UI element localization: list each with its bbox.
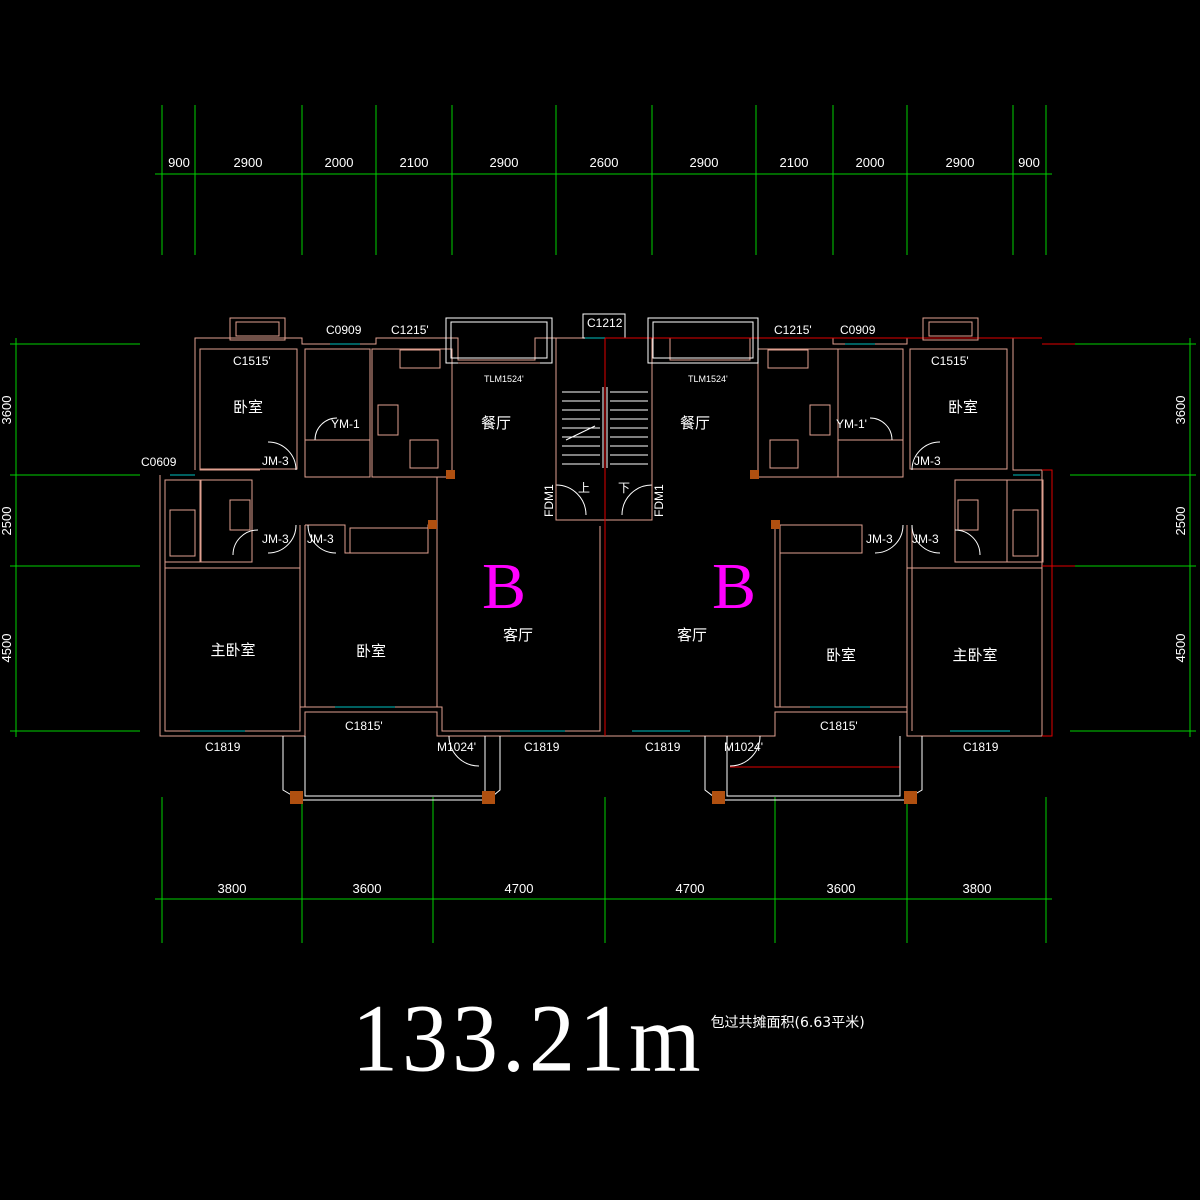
right-dim-1: 3600 <box>1173 396 1188 425</box>
tag-jm3-c: JM-3 <box>307 532 334 546</box>
left-dim-1: 3600 <box>0 396 14 425</box>
tag-down: 下 <box>618 481 630 495</box>
right-dim-3: 4500 <box>1173 634 1188 663</box>
top-dim-3: 2000 <box>325 155 354 170</box>
room-bedroom-mid-left: 卧室 <box>356 642 386 660</box>
area-note: 包过共摊面积(6.63平米) <box>710 1015 865 1031</box>
top-dim-1: 900 <box>168 155 190 170</box>
top-dim-10: 2900 <box>946 155 975 170</box>
room-master-right: 主卧室 <box>952 646 997 664</box>
tag-ym1-left: YM-1 <box>331 417 360 431</box>
tag-jm3-b: JM-3 <box>262 532 289 546</box>
room-labels: 卧室 餐厅 餐厅 卧室 主卧室 卧室 客厅 客厅 卧室 主卧室 <box>210 398 997 664</box>
tag-jm3-e: JM-3 <box>912 532 939 546</box>
window-door-tags: C1515' C0909 C1215' C1212 C1215' C0909 C… <box>141 316 999 754</box>
tag-fdm-left: FDM1 <box>542 484 556 517</box>
top-dim-9: 2000 <box>856 155 885 170</box>
tag-jm3-a: JM-3 <box>262 454 289 468</box>
stair-core <box>555 313 653 521</box>
tag-c1215-right: C1215' <box>774 323 812 337</box>
tag-tlm-left: TLM1524' <box>484 374 524 384</box>
bottom-dim-4: 4700 <box>676 881 705 896</box>
top-dim-5: 2900 <box>490 155 519 170</box>
room-living-left: 客厅 <box>503 626 533 644</box>
tag-c1212: C1212 <box>587 316 623 330</box>
room-master-left: 主卧室 <box>210 641 255 659</box>
room-dining-right: 餐厅 <box>680 414 710 432</box>
bottom-dim-3: 4700 <box>505 881 534 896</box>
bottom-dim-6: 3800 <box>963 881 992 896</box>
bottom-dimension-chain: 3800 3600 4700 4700 3600 3800 <box>155 797 1052 943</box>
tag-c0909-right: C0909 <box>840 323 876 337</box>
right-dim-2: 2500 <box>1173 507 1188 536</box>
tag-c1515-left: C1515' <box>233 354 271 368</box>
tag-c1215-left: C1215' <box>391 323 429 337</box>
area-value: 133.21m <box>352 984 705 1092</box>
unit-letters: B B <box>482 550 756 623</box>
tag-up: 上 <box>578 481 590 495</box>
tag-c1819-d: C1819 <box>963 740 999 754</box>
room-living-right: 客厅 <box>677 626 707 644</box>
top-dimension-chain: 900 2900 2000 2100 2900 2600 2900 2100 2… <box>155 105 1052 255</box>
tag-c1515-right: C1515' <box>931 354 969 368</box>
left-dim-2: 2500 <box>0 507 14 536</box>
left-dim-3: 4500 <box>0 634 14 663</box>
tag-jm3-f: JM-3 <box>914 454 941 468</box>
tag-ym1-right: YM-1' <box>836 417 867 431</box>
room-bedroom-top-left: 卧室 <box>233 398 263 416</box>
tag-c0609: C0609 <box>141 455 177 469</box>
bottom-dim-2: 3600 <box>353 881 382 896</box>
top-dim-11: 900 <box>1018 155 1040 170</box>
tag-c1815-right: C1815' <box>820 719 858 733</box>
tag-c1815-left: C1815' <box>345 719 383 733</box>
right-unit-walls <box>604 317 1075 804</box>
tag-c1819-b: C1819 <box>524 740 560 754</box>
top-dim-7: 2900 <box>690 155 719 170</box>
tag-m1024-right: M1024' <box>724 740 763 754</box>
top-dim-6: 2600 <box>590 155 619 170</box>
right-dimension-chain: 3600 2500 4500 <box>1070 338 1196 737</box>
bottom-dim-5: 3600 <box>827 881 856 896</box>
top-dim-4: 2100 <box>400 155 429 170</box>
unit-label-right: B <box>712 550 756 623</box>
room-bedroom-top-right: 卧室 <box>948 398 978 416</box>
tag-c1819-c: C1819 <box>645 740 681 754</box>
tag-tlm-right: TLM1524' <box>688 374 728 384</box>
area-caption: 133.21m 包过共摊面积(6.63平米) <box>352 984 865 1092</box>
tag-c1819-a: C1819 <box>205 740 241 754</box>
unit-label-left: B <box>482 550 526 623</box>
room-dining-left: 餐厅 <box>481 414 511 432</box>
left-unit-walls <box>159 317 606 804</box>
top-dim-2: 2900 <box>234 155 263 170</box>
tag-fdm-right: FDM1 <box>652 484 666 517</box>
left-dimension-chain: 3600 2500 4500 <box>0 338 140 737</box>
tag-jm3-d: JM-3 <box>866 532 893 546</box>
top-dim-8: 2100 <box>780 155 809 170</box>
room-bedroom-mid-right: 卧室 <box>826 646 856 664</box>
tag-c0909-left: C0909 <box>326 323 362 337</box>
bottom-dim-1: 3800 <box>218 881 247 896</box>
tag-m1024-left: M1024' <box>437 740 476 754</box>
